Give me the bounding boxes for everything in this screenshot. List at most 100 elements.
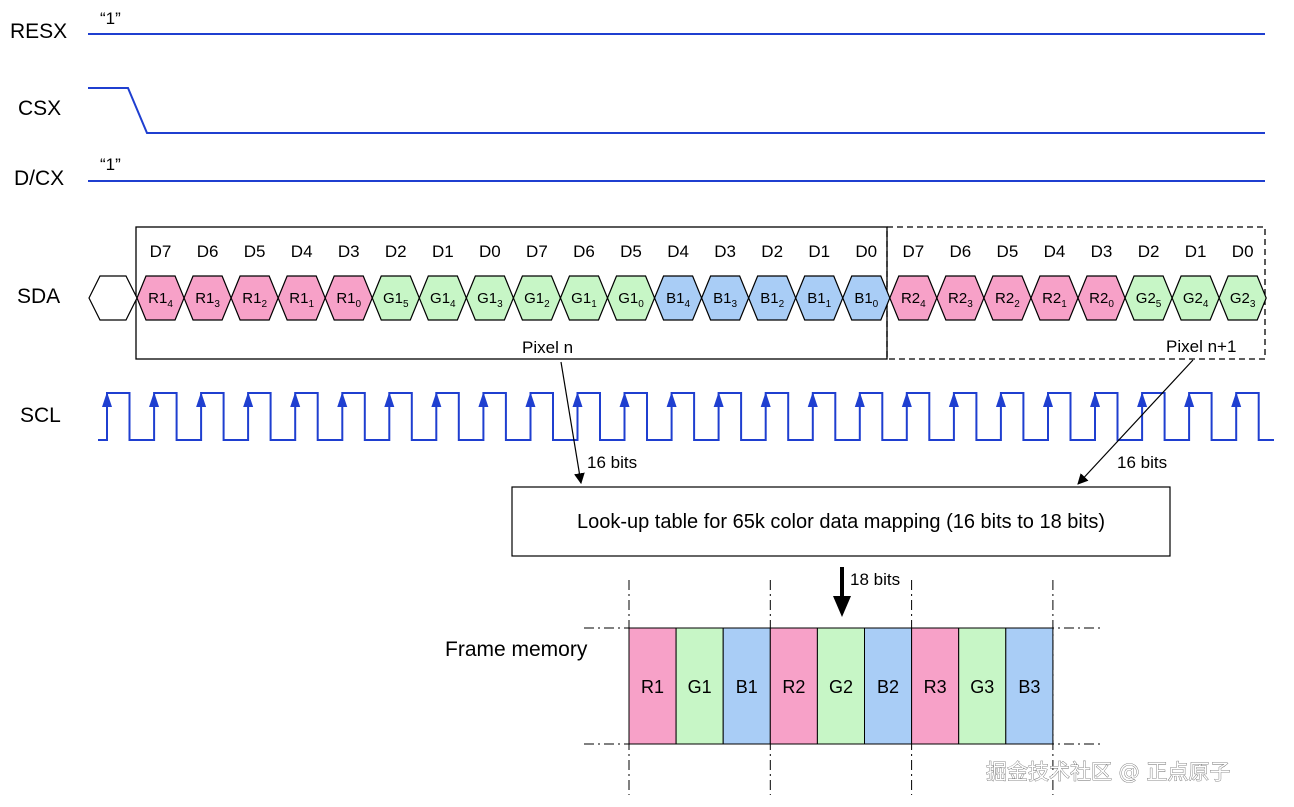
bits18-arrow-head xyxy=(833,596,851,617)
scl-edge-arrow xyxy=(666,392,677,407)
bit-label: D7 xyxy=(902,242,924,261)
frame-memory-cell-label: B3 xyxy=(1018,677,1040,697)
bit-label: D2 xyxy=(385,242,407,261)
scl-edge-arrow xyxy=(807,392,818,407)
frame-memory-cell xyxy=(1005,627,1054,745)
csx-label: CSX xyxy=(18,97,61,120)
scl-edge-arrow xyxy=(337,392,348,407)
scl-edge-arrow xyxy=(478,392,489,407)
scl-edge-arrow xyxy=(525,392,536,407)
dcx-label: D/CX xyxy=(14,167,64,190)
bit-label: D5 xyxy=(620,242,642,261)
scl-edge-arrow xyxy=(1231,392,1242,407)
sda-cell-label: B11 xyxy=(807,290,831,310)
sda-cell-label: R10 xyxy=(336,290,361,310)
frame-memory-cell-label: R2 xyxy=(782,677,805,697)
frame-memory-cell-label: B1 xyxy=(736,677,758,697)
bits18-label: 18 bits xyxy=(850,570,900,589)
bit-label: D6 xyxy=(950,242,972,261)
scl-edge-arrow xyxy=(384,392,395,407)
sda-cell-label: G13 xyxy=(477,290,503,310)
sda-cell-label: G14 xyxy=(430,290,456,310)
sda-cell-label: R23 xyxy=(948,290,973,310)
sda-cell-label: G25 xyxy=(1136,290,1162,310)
bit-label: D6 xyxy=(573,242,595,261)
scl-edge-arrow xyxy=(243,392,254,407)
sda-cell-label: G15 xyxy=(383,290,409,310)
watermark: 掘金技术社区 @ 正点原子 xyxy=(986,760,1230,784)
scl-edge-arrow xyxy=(102,392,112,407)
bit-label: D2 xyxy=(1138,242,1160,261)
scl-waveform xyxy=(98,392,1274,441)
sda-cell-label: R14 xyxy=(148,290,173,310)
sda-cell-label: R11 xyxy=(289,290,314,310)
scl-edge-arrow xyxy=(1043,392,1053,407)
bit-label: D3 xyxy=(714,242,736,261)
pixel-n1-label: Pixel n+1 xyxy=(1166,337,1236,356)
resx-label: RESX xyxy=(10,20,67,43)
bit-label: D1 xyxy=(1185,242,1207,261)
frame-memory-cells: R1 G1 B1 R2 G2 B2 R3 G3 B3 xyxy=(628,627,1054,745)
frame-memory-cell xyxy=(958,627,1007,745)
sda-cell-label: B13 xyxy=(713,290,737,310)
scl-edge-arrow xyxy=(854,392,865,407)
scl-edge-arrow xyxy=(619,392,630,407)
frame-memory-cell-label: R3 xyxy=(924,677,947,697)
bit-label: D0 xyxy=(479,242,501,261)
lut-box xyxy=(511,486,1171,557)
frame-memory-cell-label: R1 xyxy=(641,677,664,697)
bit-label: D0 xyxy=(855,242,877,261)
bit-label: D4 xyxy=(667,242,689,261)
sda-cell-label: R12 xyxy=(242,290,267,310)
bit-label: D6 xyxy=(197,242,219,261)
bit-label: D1 xyxy=(432,242,454,261)
sda-cell-label: B14 xyxy=(666,290,690,310)
bit-label: D2 xyxy=(761,242,783,261)
frame-memory-cell xyxy=(675,627,724,745)
bit-label: D4 xyxy=(291,242,313,261)
scl-edge-arrow xyxy=(149,392,160,407)
scl-edge-arrow xyxy=(290,392,301,407)
bits16-left-label: 16 bits xyxy=(587,453,637,472)
lut-label: Look-up table for 65k color data mapping… xyxy=(577,511,1105,533)
scl-edge-arrow xyxy=(431,392,442,407)
sda-cell-label: R22 xyxy=(995,290,1020,310)
pixel-n1-to-lut-arrow xyxy=(1077,359,1194,485)
frame-memory-cell-label: G1 xyxy=(688,677,712,697)
scl-edge-arrow xyxy=(713,392,724,407)
frame-memory-cell xyxy=(628,627,677,745)
pixel-n-label: Pixel n xyxy=(522,338,573,357)
sda-cell-label: R20 xyxy=(1089,290,1114,310)
bit-label: D5 xyxy=(244,242,266,261)
csx-waveform xyxy=(88,87,1265,134)
sda-cell-label: G23 xyxy=(1230,290,1256,310)
scl-edge-arrow xyxy=(196,392,207,407)
sda-cell-label: G10 xyxy=(618,290,644,310)
scl-edge-arrow xyxy=(1090,392,1101,407)
frame-memory-cell xyxy=(864,627,913,745)
sda-cell-label: R13 xyxy=(195,290,220,310)
bit-label: D3 xyxy=(1091,242,1113,261)
bit-label: D1 xyxy=(808,242,830,261)
dcx-level-text: “1” xyxy=(100,155,121,174)
frame-memory-cell-label: B2 xyxy=(877,677,899,697)
sda-cell-label: B12 xyxy=(760,290,784,310)
pixel-n-to-lut-arrow xyxy=(560,361,585,485)
sda-cell-label: R21 xyxy=(1042,290,1067,310)
frame-memory-cell-label: G3 xyxy=(970,677,994,697)
scl-edge-arrow xyxy=(760,392,771,407)
frame-memory-label: Frame memory xyxy=(445,638,588,661)
scl-edge-arrow xyxy=(995,392,1006,407)
sda-cell-label: G12 xyxy=(524,290,550,310)
frame-memory-cell xyxy=(911,627,960,745)
scl-label: SCL xyxy=(20,404,61,427)
bit-label: D7 xyxy=(526,242,548,261)
scl-edge-arrow xyxy=(1137,392,1148,407)
scl-edge-arrow xyxy=(948,392,959,407)
sda-cell xyxy=(1218,275,1267,321)
frame-memory-cell-label: G2 xyxy=(829,677,853,697)
sda-idle-cell xyxy=(88,275,138,321)
